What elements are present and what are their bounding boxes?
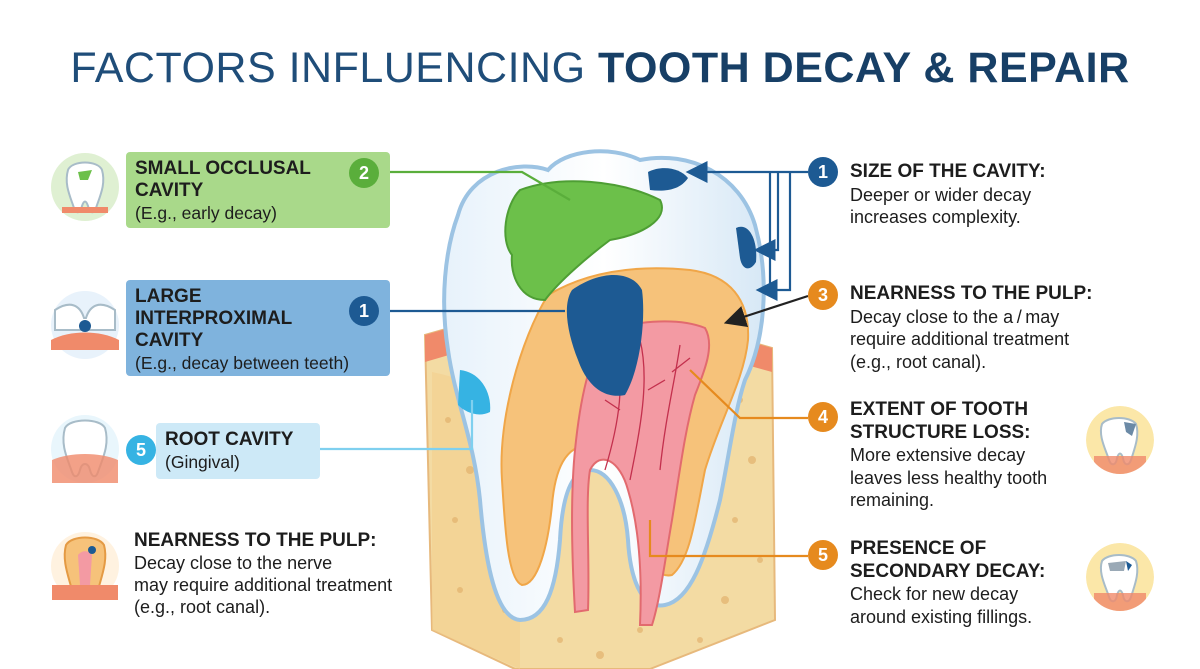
small-occlusal-sub: (E.g., early decay) bbox=[135, 203, 277, 223]
root-cavity-sub: (Gingival) bbox=[165, 452, 240, 472]
factor-4-line-2: leaves less healthy tooth bbox=[850, 467, 1048, 488]
badge-number-1-right: 1 bbox=[808, 157, 838, 187]
icon-root-cavity bbox=[51, 415, 119, 483]
tooth bbox=[442, 149, 766, 626]
title-part-2: TOOTH DECAY & REPAIR bbox=[598, 44, 1130, 92]
left-nearness-pulp-line-3: (e.g., root canal). bbox=[134, 597, 271, 617]
icon-small-occlusal bbox=[51, 153, 119, 221]
interproximal-decay bbox=[566, 275, 644, 396]
small-occlusal-heading: SMALL OCCLUSAL CAVITY bbox=[135, 158, 311, 201]
large-interproximal-heading: LARGE INTERPROXIMAL CAVITY bbox=[135, 286, 292, 351]
factor-4-heading-line-1: EXTENT OF TOOTH bbox=[850, 399, 1029, 420]
factor-1-line-1: Deeper or wider decay bbox=[850, 184, 1032, 205]
factor-1-line-2: increases complexity. bbox=[850, 207, 1021, 227]
title-part-1: FACTORS INFLUENCING bbox=[70, 44, 598, 92]
left-nearness-pulp-heading: NEARNESS TO THE PULP: bbox=[134, 530, 377, 551]
factor-4-line-3: remaining. bbox=[850, 490, 935, 510]
factor-3-line-2: require additional treatment bbox=[850, 329, 1070, 349]
badge-number-5-left: 5 bbox=[126, 435, 156, 465]
badge-number-2: 2 bbox=[349, 158, 379, 188]
page-title: FACTORS INFLUENCING TOOTH DECAY & REPAIR bbox=[0, 44, 1200, 93]
icon-interproximal bbox=[51, 291, 119, 359]
left-nearness-pulp-line-1: Decay close to the nerve bbox=[134, 553, 333, 573]
factor-1-heading: SIZE OF THE CAVITY: bbox=[850, 161, 1046, 182]
badge-number-3: 3 bbox=[808, 280, 838, 310]
label-root-cavity[interactable]: ROOT CAVITY (Gingival) bbox=[156, 423, 320, 479]
label-small-occlusal-cavity[interactable]: SMALL OCCLUSAL CAVITY (E.g., early decay… bbox=[126, 152, 390, 228]
root-decay bbox=[458, 370, 491, 415]
factor-extent-of-structure-loss: EXTENT OF TOOTH STRUCTURE LOSS: More ext… bbox=[850, 399, 1047, 512]
factor-3-line-1: Decay close to the a / may bbox=[850, 306, 1060, 327]
factor-5-line-1: Check for new decay bbox=[850, 584, 1019, 604]
badge-number-4: 4 bbox=[808, 402, 838, 432]
factor-5-heading-line-1: PRESENCE OF bbox=[850, 538, 987, 559]
factor-size-of-cavity: SIZE OF THE CAVITY: Deeper or wider deca… bbox=[850, 161, 1046, 229]
root-cavity-heading: ROOT CAVITY bbox=[165, 429, 294, 450]
large-interproximal-sub: (E.g., decay between teeth) bbox=[135, 353, 350, 373]
occlusal-decay bbox=[504, 180, 663, 302]
factor-secondary-decay: PRESENCE OF SECONDARY DECAY: Check for n… bbox=[850, 538, 1045, 628]
badge-number-1-left: 1 bbox=[349, 296, 379, 326]
factor-3-line-3: (e.g., root canal). bbox=[850, 351, 987, 372]
badge-number-5-right: 5 bbox=[808, 540, 838, 570]
left-nearness-pulp-block: NEARNESS TO THE PULP: Decay close to the… bbox=[134, 530, 464, 618]
factor-4-line-1: More extensive decay bbox=[850, 445, 1026, 465]
icon-secondary-decay bbox=[1086, 543, 1154, 611]
factor-4-heading-line-2: STRUCTURE LOSS: bbox=[850, 421, 1031, 443]
label-large-interproximal-cavity[interactable]: LARGE INTERPROXIMAL CAVITY (E.g., decay … bbox=[126, 280, 390, 376]
factor-3-heading: NEARNESS TO THE PULP: bbox=[850, 283, 1093, 304]
factor-nearness-to-pulp: NEARNESS TO THE PULP: Decay close to the… bbox=[850, 283, 1092, 373]
icon-structure-loss bbox=[1086, 406, 1154, 474]
factor-5-heading-line-2: SECONDARY DECAY: bbox=[850, 560, 1046, 582]
icon-nearness-pulp bbox=[51, 532, 119, 600]
left-nearness-pulp-line-2: may require additional treatment bbox=[134, 575, 393, 595]
factor-5-line-2: around existing fillings. bbox=[850, 606, 1033, 627]
